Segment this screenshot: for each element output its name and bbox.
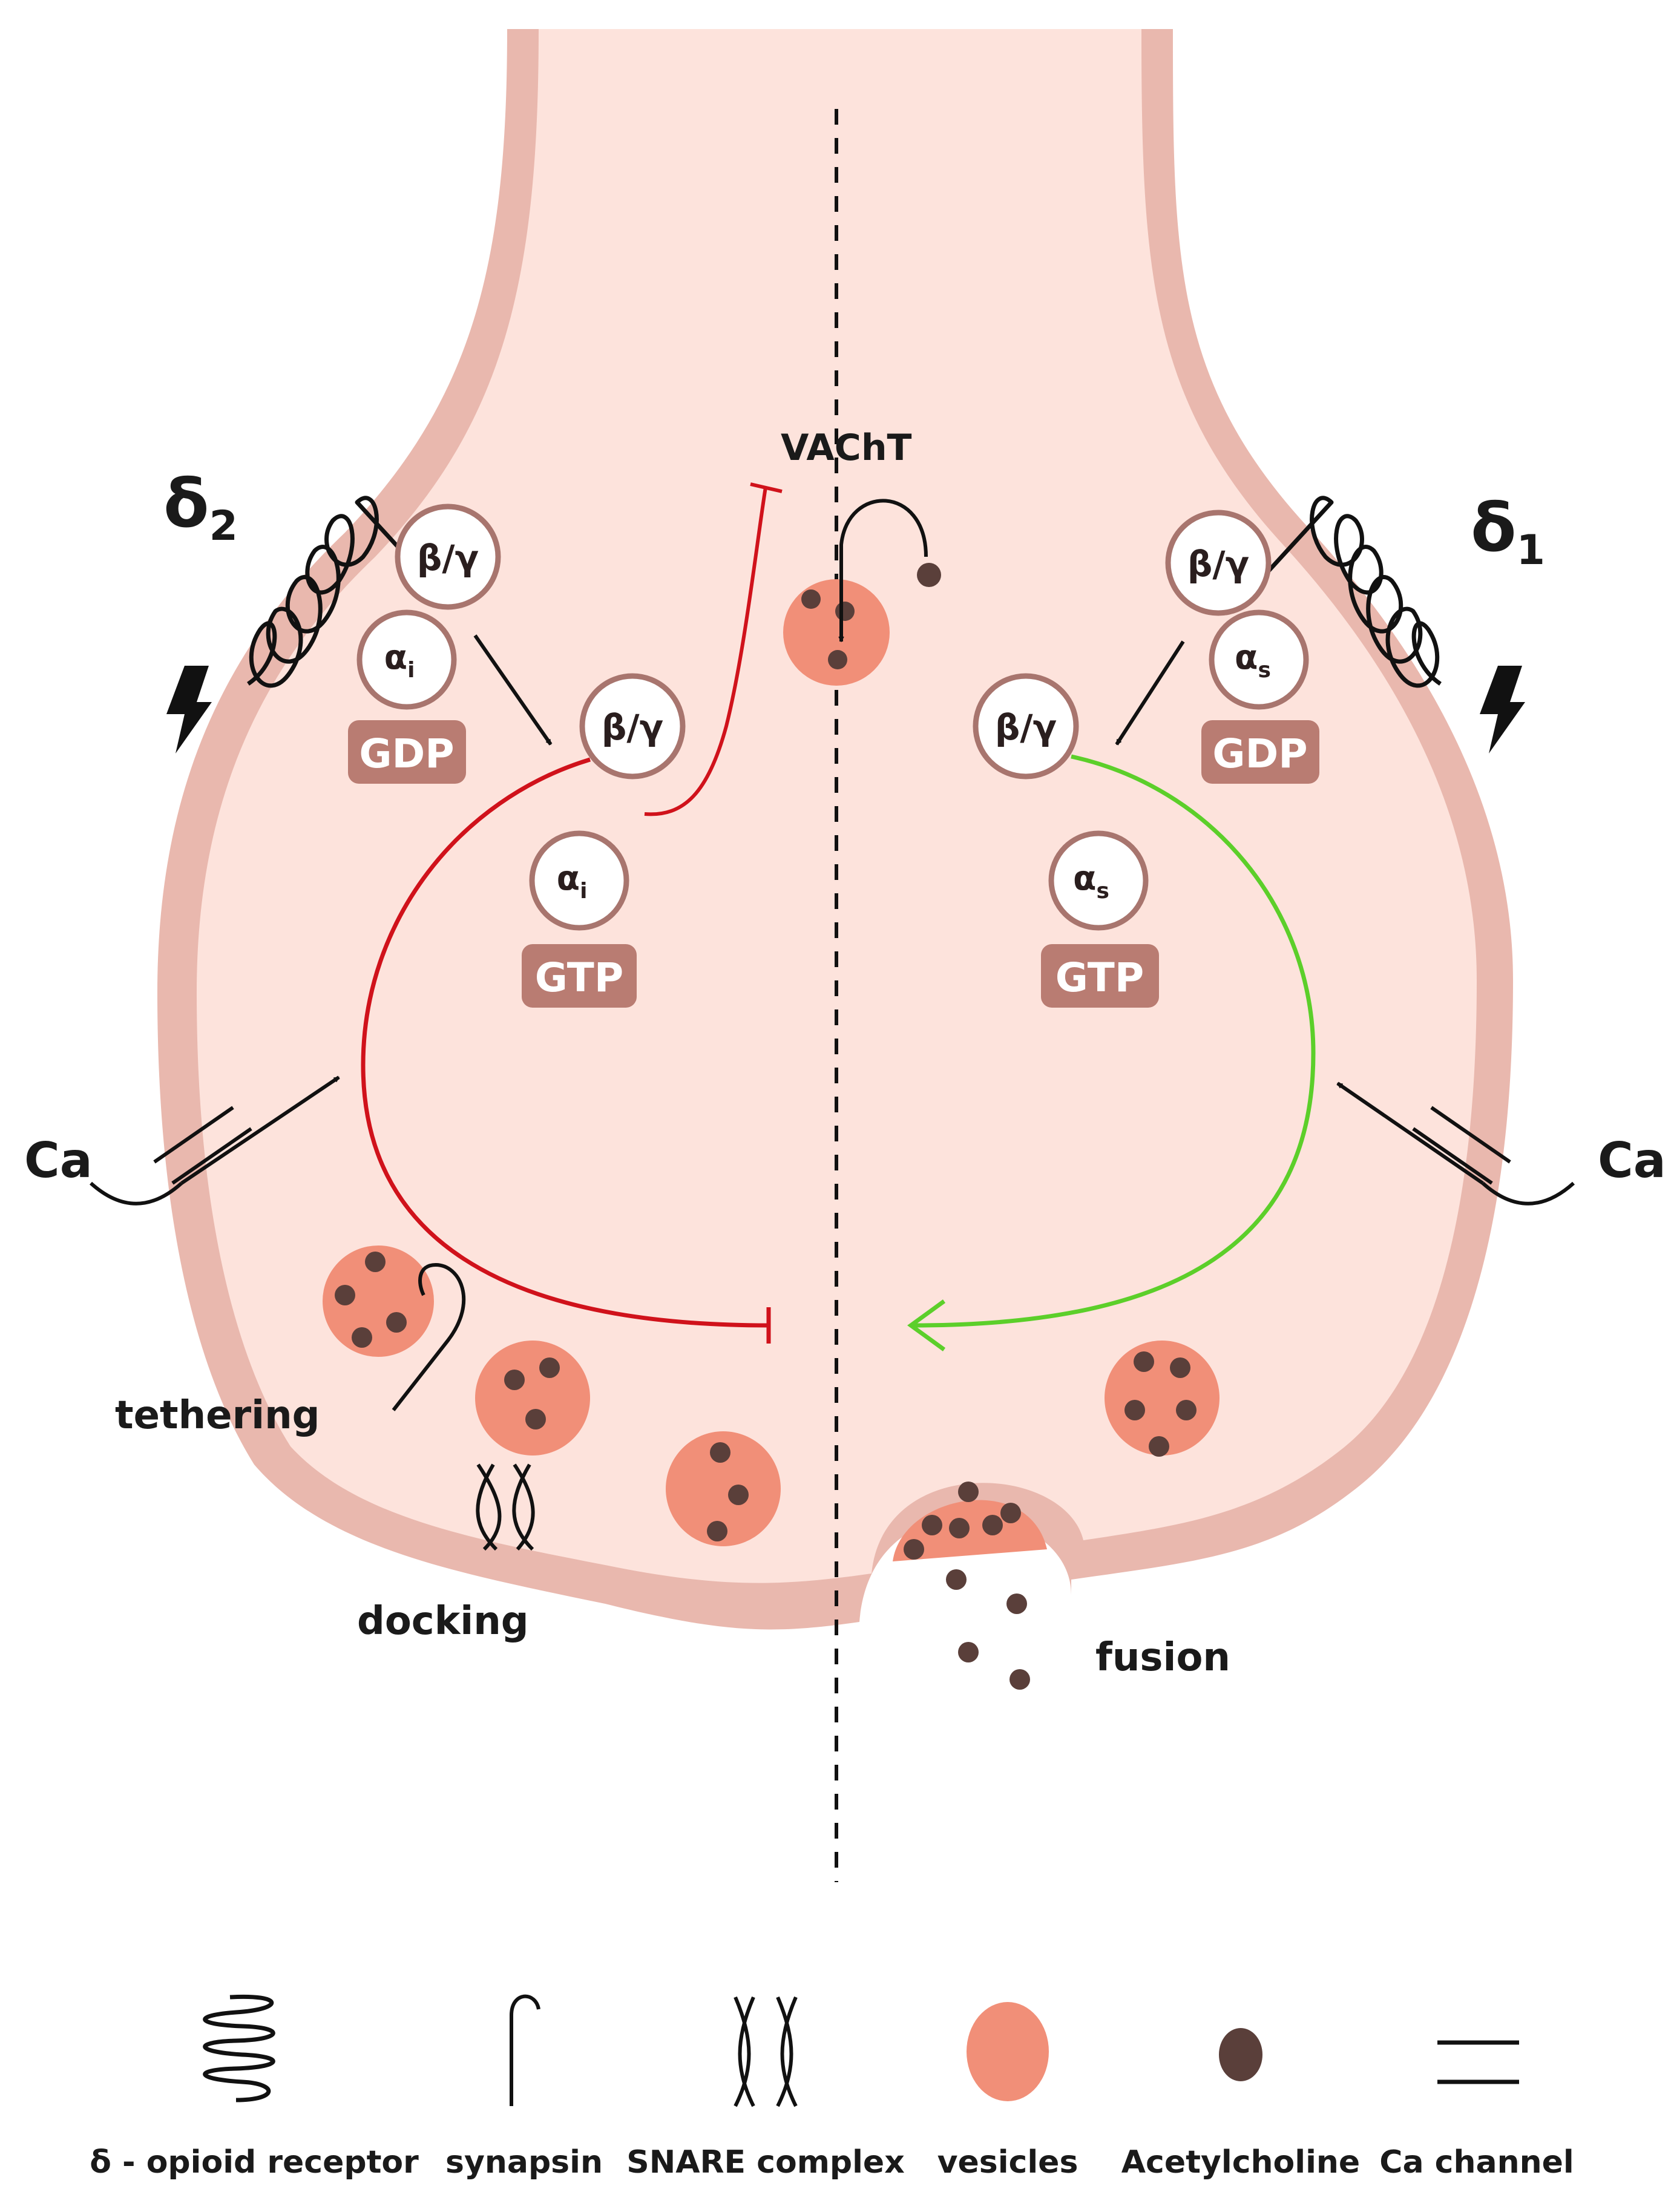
legend-label-ca-channel: Ca channel	[1379, 2144, 1574, 2181]
bg-left-free: β/γ	[579, 673, 686, 779]
docking-vesicle	[475, 1341, 590, 1456]
tethering-label: tethering	[115, 1393, 320, 1438]
vesicle-right	[1105, 1341, 1220, 1457]
g-protein-left-inactive: GDP αi β/γ	[348, 504, 501, 784]
synapsin-tether	[392, 1262, 466, 1411]
released-acetylcholine	[946, 1569, 1030, 1690]
alpha-i-left-label: αi	[384, 638, 415, 683]
cytoplasm	[197, 29, 1477, 1583]
legend-label-snare: SNARE complex	[626, 2144, 904, 2181]
alpha-i-gtp-label: αi	[557, 859, 588, 904]
gdp-right-label: GDP	[1212, 730, 1307, 777]
delta2-label: δ2	[163, 465, 238, 550]
bg-left-free-label: β/γ	[602, 707, 663, 748]
vacht-vesicle	[783, 579, 890, 686]
acetylcholine-free	[917, 563, 941, 587]
arrow-right-bg-release	[1115, 640, 1185, 746]
snare-icon	[734, 1996, 798, 2107]
legend-label-synapsin: synapsin	[445, 2144, 603, 2181]
snare-complex	[476, 1463, 535, 1551]
vacht-label: VAChT	[781, 427, 912, 469]
legend-label-vesicles: vesicles	[937, 2144, 1078, 2181]
alpha-s-right-label: αs	[1235, 638, 1271, 683]
g-protein-right-inactive: GDP αs β/γ	[1165, 510, 1319, 784]
acetylcholine-icon	[1219, 2028, 1262, 2081]
alpha-i-gtp: GTP αi	[522, 830, 637, 1008]
bg-right-free-label: β/γ	[995, 707, 1057, 748]
ca-channel-left	[89, 1075, 340, 1206]
bg-left-label: β/γ	[417, 537, 479, 579]
alpha-s-gtp-label: αs	[1073, 859, 1109, 904]
bg-right-free: β/γ	[973, 673, 1079, 779]
gtp-right-label: GTP	[1055, 954, 1144, 1001]
lightning-right-icon	[1480, 666, 1525, 753]
inhibition-to-vacht	[644, 487, 767, 816]
vesicle-icon	[967, 2002, 1049, 2101]
activation-loop-right	[913, 754, 1316, 1328]
inhibition-bar-vacht	[750, 482, 783, 493]
vacht-transport-arrow	[841, 499, 928, 642]
delta1-receptor	[1263, 496, 1442, 688]
docking-label: docking	[357, 1599, 529, 1644]
legend-label-acetylcholine: Acetylcholine	[1121, 2144, 1360, 2181]
synapsin-icon	[510, 1994, 540, 2106]
tethering-vesicle	[323, 1245, 434, 1357]
ca-channel-icon	[1437, 2040, 1519, 2084]
delta2-receptor	[247, 496, 425, 688]
gtp-left-label: GTP	[535, 954, 623, 1001]
legend: δ - opioid receptor synapsin SNARE compl…	[90, 1994, 1574, 2181]
ca-channel-right	[1336, 1081, 1575, 1206]
ca-left-label: Ca	[24, 1132, 93, 1189]
legend-label-receptor: δ - opioid receptor	[90, 2144, 419, 2181]
ca-right-label: Ca	[1598, 1132, 1666, 1189]
alpha-s-gtp: GTP αs	[1041, 830, 1159, 1008]
vesicle-bottom-center	[666, 1431, 781, 1546]
inhibition-loop-left	[361, 757, 769, 1328]
receptor-icon	[203, 1994, 275, 2102]
fusing-vesicle	[893, 1482, 1047, 1561]
activation-arrowhead	[907, 1299, 946, 1351]
lightning-left-icon	[166, 666, 212, 753]
delta1-label: δ1	[1471, 489, 1545, 574]
arrow-left-bg-release	[473, 634, 553, 746]
gdp-left-label: GDP	[359, 730, 454, 777]
bg-right-label: β/γ	[1187, 543, 1249, 585]
fusion-label: fusion	[1095, 1635, 1230, 1680]
